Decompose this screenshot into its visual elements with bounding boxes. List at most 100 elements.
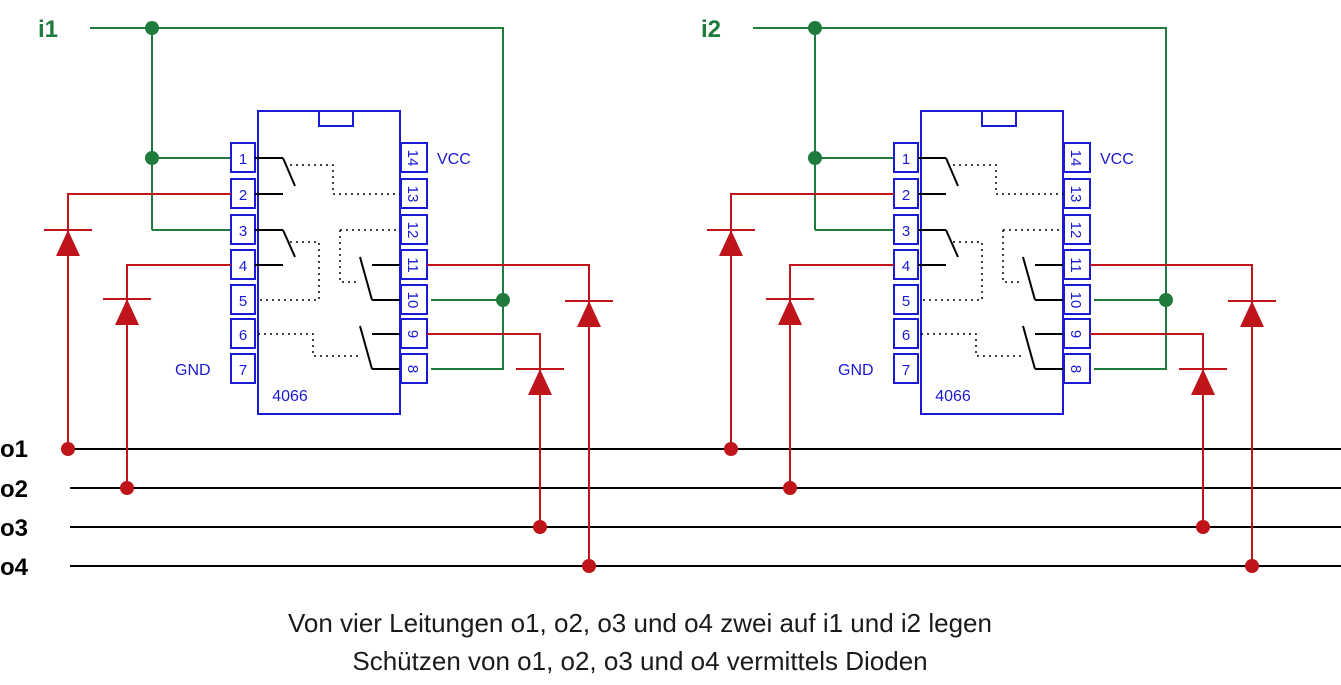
diode-triangle [778,299,802,325]
pin-number: 8 [404,365,421,373]
pin-box [893,318,919,349]
diode-triangle [115,299,139,325]
output-bus-lines [70,448,1341,567]
bus-label-o4: o4 [0,554,29,581]
pin-box [1063,178,1091,209]
input-trace-main [753,27,1167,370]
junction-dot [1159,293,1173,307]
chip-part-label: 4066 [935,388,971,405]
pin-number: 11 [1067,257,1084,273]
pin-number: 8 [1067,365,1084,373]
gnd-label: GND [838,362,874,379]
pin-box [400,214,428,245]
pin-box [230,318,256,349]
input-trace-main [90,27,504,370]
pin-box [1063,284,1091,315]
input-label-i1: i1 [38,16,58,43]
pin-number: 14 [1067,150,1084,167]
junction-dot [145,21,159,35]
chip-part-label: 4066 [272,388,308,405]
diode-triangle [719,230,743,256]
switch-control-link [258,333,360,357]
pin-number: 12 [1067,222,1084,239]
pin-number: 9 [1067,330,1084,338]
chip-notch [318,110,354,127]
switch-control-link [339,230,360,283]
switch-contact [359,256,373,301]
pin-box [230,284,256,315]
pin-box [893,353,919,384]
pin-number: 10 [1067,292,1084,309]
junction-dot [496,293,510,307]
pin-number: 10 [404,292,421,309]
diode-triangle [528,369,552,395]
diode-triangle [1240,301,1264,327]
diode-trace-pin2 [730,193,894,449]
switch-contact [1022,325,1036,370]
chip-notch [981,110,1017,127]
junction-dot [808,151,822,165]
junction-dot [808,21,822,35]
pin-number: 13 [404,186,421,203]
pin-number: 14 [404,150,421,167]
gnd-label: GND [175,362,211,379]
pin-number: 3 [902,223,910,240]
bus-connection-dot [533,520,547,534]
pin-number: 4 [239,258,247,275]
pin-number: 7 [902,362,910,379]
pin-number: 5 [902,293,910,310]
bus-connection-dot [1245,559,1259,573]
pin-box [893,284,919,315]
diode-trace-pin11 [427,264,590,566]
switch-control-link [921,333,1023,357]
pin-number: 13 [1067,186,1084,203]
switch-control-link [290,164,400,195]
pin-number: 2 [239,187,247,204]
bus-connection-dot [1196,520,1210,534]
diode [565,300,613,327]
switch-contact [1022,256,1036,301]
switch-contact [282,229,296,258]
diode-triangle [56,230,80,256]
pin-number: 1 [902,151,910,168]
output-bus-labels: o1 o2 o3 o4 [0,436,29,581]
pin-number: 12 [404,222,421,239]
diode-trace-pin9 [427,333,541,527]
bus-label-o1: o1 [0,436,28,463]
bus-label-o3: o3 [0,515,28,542]
bus-label-o2: o2 [0,476,28,503]
pin-number: 4 [902,258,910,275]
pin-box [400,142,428,173]
diode [516,368,564,395]
diode-trace-pin2 [67,193,231,449]
pin-number: 7 [239,362,247,379]
pin-number: 5 [239,293,247,310]
switch-contact [359,325,373,370]
pin-box [400,353,428,384]
diode [1179,368,1227,395]
pin-number: 6 [239,327,247,344]
caption-line-2: Schützen von o1, o2, o3 und o4 vermittel… [352,646,928,676]
junction-dot [145,151,159,165]
diode-triangle [577,301,601,327]
switch-control-link [921,241,983,301]
switch-control-link [953,164,1063,195]
switch-contact [945,157,959,187]
pin-number: 9 [404,330,421,338]
pin-number: 2 [902,187,910,204]
bus-connection-dot [783,481,797,495]
bus-connection-dot [120,481,134,495]
vcc-label: VCC [1100,151,1134,168]
pin-box [1063,142,1091,173]
diode [103,298,151,325]
pin-number: 6 [902,327,910,344]
diode [766,298,814,325]
switch-control-link [1002,230,1023,283]
bus-connection-dot [61,442,75,456]
switch-contact [945,229,959,258]
diode [707,229,755,256]
pin-box [1063,214,1091,245]
